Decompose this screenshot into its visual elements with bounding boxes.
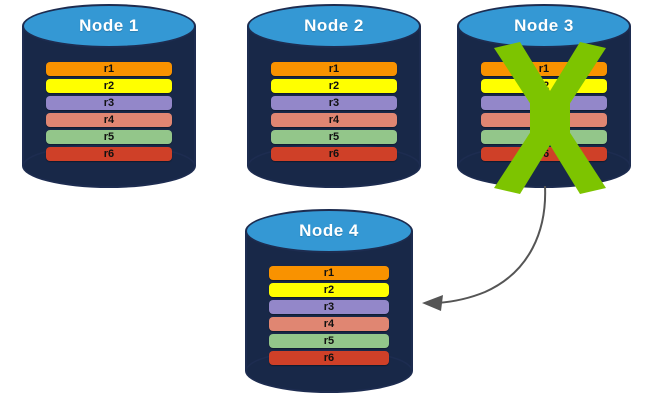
node-3-top-ellipse: Node 3 bbox=[457, 4, 631, 48]
record-bar: r3 bbox=[481, 96, 607, 110]
node-3-cylinder: Node 3 r1 r2 r3 r4 r5 r6 bbox=[457, 4, 631, 188]
node-4-top-ellipse: Node 4 bbox=[245, 209, 413, 253]
record-bar: r1 bbox=[271, 62, 397, 76]
record-bar: r3 bbox=[271, 96, 397, 110]
record-bar: r2 bbox=[481, 79, 607, 93]
replication-arrow-head bbox=[422, 295, 443, 311]
node-2-records: r1 r2 r3 r4 r5 r6 bbox=[247, 62, 421, 161]
record-bar: r4 bbox=[268, 317, 390, 331]
record-bar: r1 bbox=[46, 62, 172, 76]
node-4-label: Node 4 bbox=[299, 221, 359, 240]
record-bar: r4 bbox=[481, 113, 607, 127]
record-bar: r1 bbox=[481, 62, 607, 76]
record-bar: r2 bbox=[46, 79, 172, 93]
record-bar: r3 bbox=[46, 96, 172, 110]
node-1-top-ellipse: Node 1 bbox=[22, 4, 196, 48]
node-3-label: Node 3 bbox=[514, 16, 574, 35]
record-bar: r2 bbox=[268, 283, 390, 297]
record-bar: r6 bbox=[481, 147, 607, 161]
node-1-records: r1 r2 r3 r4 r5 r6 bbox=[22, 62, 196, 161]
record-bar: r1 bbox=[268, 266, 390, 280]
record-bar: r2 bbox=[271, 79, 397, 93]
node-4-records: r1 r2 r3 r4 r5 r6 bbox=[245, 266, 413, 365]
record-bar: r4 bbox=[271, 113, 397, 127]
record-bar: r5 bbox=[481, 130, 607, 144]
record-bar: r5 bbox=[271, 130, 397, 144]
record-bar: r6 bbox=[46, 147, 172, 161]
record-bar: r3 bbox=[268, 300, 390, 314]
node-1-cylinder: Node 1 r1 r2 r3 r4 r5 r6 bbox=[22, 4, 196, 188]
record-bar: r5 bbox=[268, 334, 390, 348]
node-4-cylinder: Node 4 r1 r2 r3 r4 r5 r6 bbox=[245, 209, 413, 393]
record-bar: r6 bbox=[271, 147, 397, 161]
record-bar: r5 bbox=[46, 130, 172, 144]
node-2-label: Node 2 bbox=[304, 16, 364, 35]
replication-arrow-path bbox=[437, 185, 547, 304]
record-bar: r4 bbox=[46, 113, 172, 127]
node-1-label: Node 1 bbox=[79, 16, 139, 35]
record-bar: r6 bbox=[268, 351, 390, 365]
node-2-top-ellipse: Node 2 bbox=[247, 4, 421, 48]
node-3-records: r1 r2 r3 r4 r5 r6 bbox=[457, 62, 631, 161]
node-2-cylinder: Node 2 r1 r2 r3 r4 r5 r6 bbox=[247, 4, 421, 188]
